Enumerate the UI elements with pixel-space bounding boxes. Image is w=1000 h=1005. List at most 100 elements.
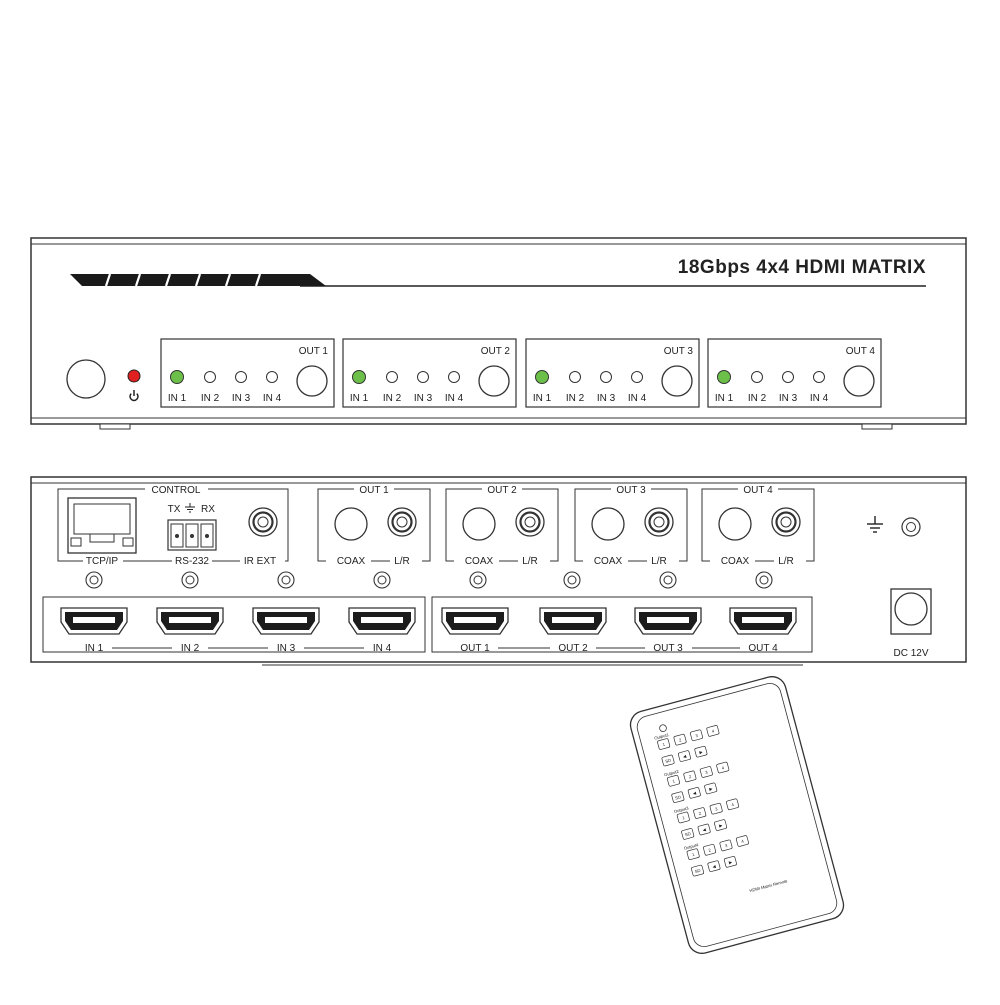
remote-number-button[interactable] xyxy=(683,770,697,783)
remote-nav-button[interactable] xyxy=(691,864,705,877)
hdmi-input-port[interactable] xyxy=(252,607,320,635)
remote-buttons: Output11234SD◀▶Output21234SD◀▶Output3123… xyxy=(654,725,749,877)
ir-ext-jack[interactable] xyxy=(248,507,278,537)
remote-nav-button[interactable] xyxy=(671,791,685,803)
hdmi-output-port[interactable] xyxy=(441,607,509,635)
lr-label: L/R xyxy=(394,556,410,567)
remote-nav-button[interactable] xyxy=(697,823,711,836)
input-led xyxy=(782,371,794,383)
remote-number-button[interactable] xyxy=(735,835,749,847)
device-title: 18Gbps 4x4 HDMI MATRIX xyxy=(678,257,926,278)
remote-nav-button[interactable] xyxy=(681,828,695,840)
input-led xyxy=(600,371,612,383)
coax-jack[interactable] xyxy=(591,507,625,541)
remote-number-button[interactable] xyxy=(693,807,707,819)
rx-label: RX xyxy=(201,504,215,515)
coax-jack[interactable] xyxy=(462,507,496,541)
remote-number-button[interactable] xyxy=(666,774,680,787)
rear-panel: CONTROL TCP/IP TX RX xyxy=(30,476,967,666)
input-label: IN 1 xyxy=(168,393,187,404)
dc-power-jack[interactable] xyxy=(890,588,932,635)
hdmi-output-port[interactable] xyxy=(634,607,702,635)
remote-nav-button[interactable] xyxy=(704,782,718,795)
input-led xyxy=(535,370,549,384)
remote-nav-button[interactable] xyxy=(661,754,675,767)
remote-number-button[interactable] xyxy=(706,725,720,737)
remote-number-button[interactable] xyxy=(709,802,723,815)
hdmi-output-port[interactable] xyxy=(539,607,607,635)
dc-label: DC 12V xyxy=(893,648,928,659)
hdmi-input-port[interactable] xyxy=(156,607,224,635)
remote-number-button[interactable] xyxy=(689,729,703,742)
remote-button-label: 1 xyxy=(672,778,676,784)
input-label: IN 3 xyxy=(597,393,616,404)
hdmi-output-port[interactable] xyxy=(729,607,797,635)
coax-label: COAX xyxy=(337,556,366,567)
remote-nav-button[interactable] xyxy=(714,819,728,831)
remote-nav-button[interactable] xyxy=(677,750,691,762)
coax-jack[interactable] xyxy=(334,507,368,541)
input-led xyxy=(631,371,643,383)
remote-output-label: Output4 xyxy=(683,842,699,851)
remote-button-label: ◀ xyxy=(702,827,707,833)
input-label: IN 3 xyxy=(779,393,798,404)
lr-audio-jack[interactable] xyxy=(387,507,417,537)
remote-number-button[interactable] xyxy=(716,761,730,774)
remote-number-button[interactable] xyxy=(676,811,690,824)
remote-button-label: 3 xyxy=(705,769,709,775)
remote-nav-button[interactable] xyxy=(723,856,737,868)
ir-ext-label: IR EXT xyxy=(244,556,276,567)
remote-power-button[interactable] xyxy=(659,724,667,732)
remote-nav-button[interactable] xyxy=(707,860,721,872)
hdmi-input-port[interactable] xyxy=(348,607,416,635)
output-select-button[interactable] xyxy=(661,365,693,397)
power-icon xyxy=(129,390,139,402)
remote-button-label: 1 xyxy=(691,852,695,858)
input-label: IN 1 xyxy=(533,393,552,404)
remote-number-button[interactable] xyxy=(673,733,687,746)
remote-nav-button[interactable] xyxy=(687,787,701,799)
hdmi-input-port[interactable] xyxy=(60,607,128,635)
remote-button-label: 2 xyxy=(698,810,702,816)
output-select-button[interactable] xyxy=(843,365,875,397)
input-label: IN 4 xyxy=(810,393,829,404)
remote-number-button[interactable] xyxy=(686,848,700,860)
output-select-button[interactable] xyxy=(296,365,328,397)
remote-button-label: 2 xyxy=(678,737,682,743)
power-button[interactable] xyxy=(66,359,106,399)
lr-audio-jack[interactable] xyxy=(515,507,545,537)
remote-number-button[interactable] xyxy=(726,798,740,811)
output-label: OUT 2 xyxy=(481,346,511,357)
remote-button-label: 2 xyxy=(708,847,712,853)
output-select-button[interactable] xyxy=(478,365,510,397)
ethernet-port[interactable] xyxy=(67,497,137,554)
remote-number-button[interactable] xyxy=(719,839,733,852)
lr-label: L/R xyxy=(651,556,667,567)
remote-number-button[interactable] xyxy=(703,844,717,856)
lr-audio-jack[interactable] xyxy=(771,507,801,537)
remote-nav-button[interactable] xyxy=(694,745,708,758)
lr-audio-jack[interactable] xyxy=(644,507,674,537)
input-led xyxy=(717,370,731,384)
input-led xyxy=(751,371,763,383)
remote-number-button[interactable] xyxy=(699,766,713,778)
remote-button-label: ◀ xyxy=(712,863,717,869)
ground-icon xyxy=(867,516,883,533)
audio-output-label: OUT 2 xyxy=(487,485,517,496)
remote-button-label: 1 xyxy=(662,741,666,747)
rs232-terminal-block[interactable] xyxy=(167,519,217,551)
remote-number-button[interactable] xyxy=(657,738,671,750)
control-label: CONTROL xyxy=(152,485,201,496)
remote-button-label: 4 xyxy=(741,838,745,844)
input-led xyxy=(266,371,278,383)
remote-button-label: SD xyxy=(684,831,691,837)
input-label: IN 3 xyxy=(232,393,251,404)
coax-jack[interactable] xyxy=(718,507,752,541)
